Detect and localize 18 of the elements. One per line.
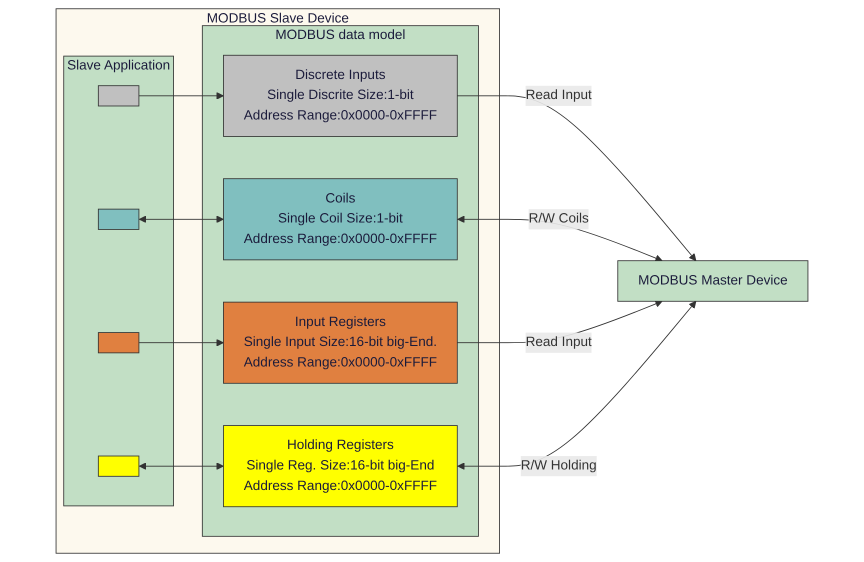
arrow [138,92,224,100]
edge-label: R/W Holding [520,458,597,473]
arrow [138,339,224,346]
arrow [138,462,224,470]
node-box: Holding Registers Single Reg. Size:16-bit big-End Address Range:0x0000-0xFFFF [223,425,458,508]
edge-label: R/W Coils [528,212,589,226]
node-box [98,456,140,477]
cluster: Slave Application [63,56,174,506]
node-box: Discrete Inputs Single Discrite Size:1-bit Address Range:0x0000-0xFFFF [223,54,458,137]
node-box [98,208,140,230]
node-box [98,332,140,354]
arrow [138,216,224,223]
node-box [98,85,140,106]
edge-label: Read Input [526,335,592,350]
node-box: Input Registers Single Input Size:16-bit big-End. Address Range:0x0000-0xFFFF [223,302,458,384]
edge-label: Read Input [526,88,592,103]
node-box: MODBUS Master Device [617,260,808,302]
node-box: Coils Single Coil Size:1-bit Address Range:0x0000-0xFFFF [223,178,458,260]
